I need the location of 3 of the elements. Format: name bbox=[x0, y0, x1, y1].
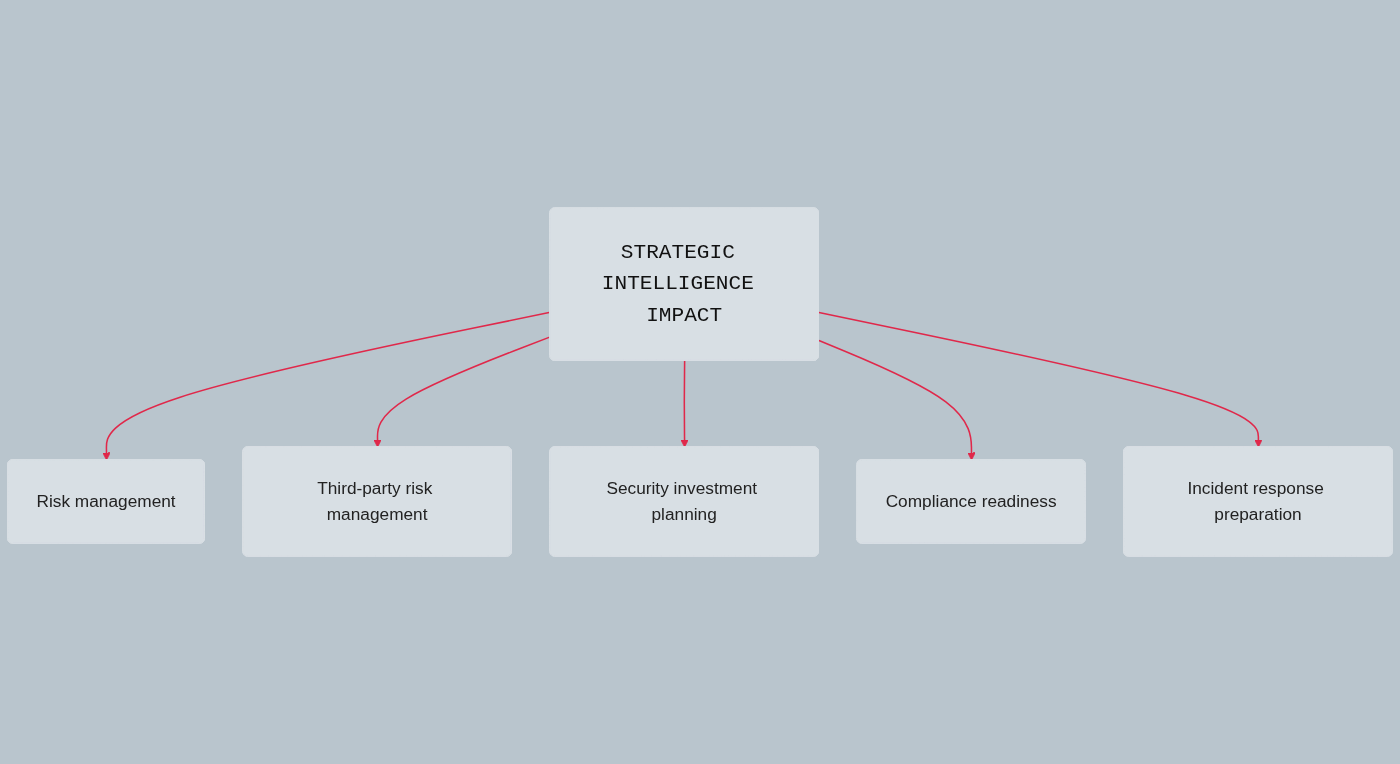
arrow bbox=[818, 339, 976, 461]
arrow bbox=[818, 311, 1263, 448]
arrow bbox=[680, 360, 689, 448]
